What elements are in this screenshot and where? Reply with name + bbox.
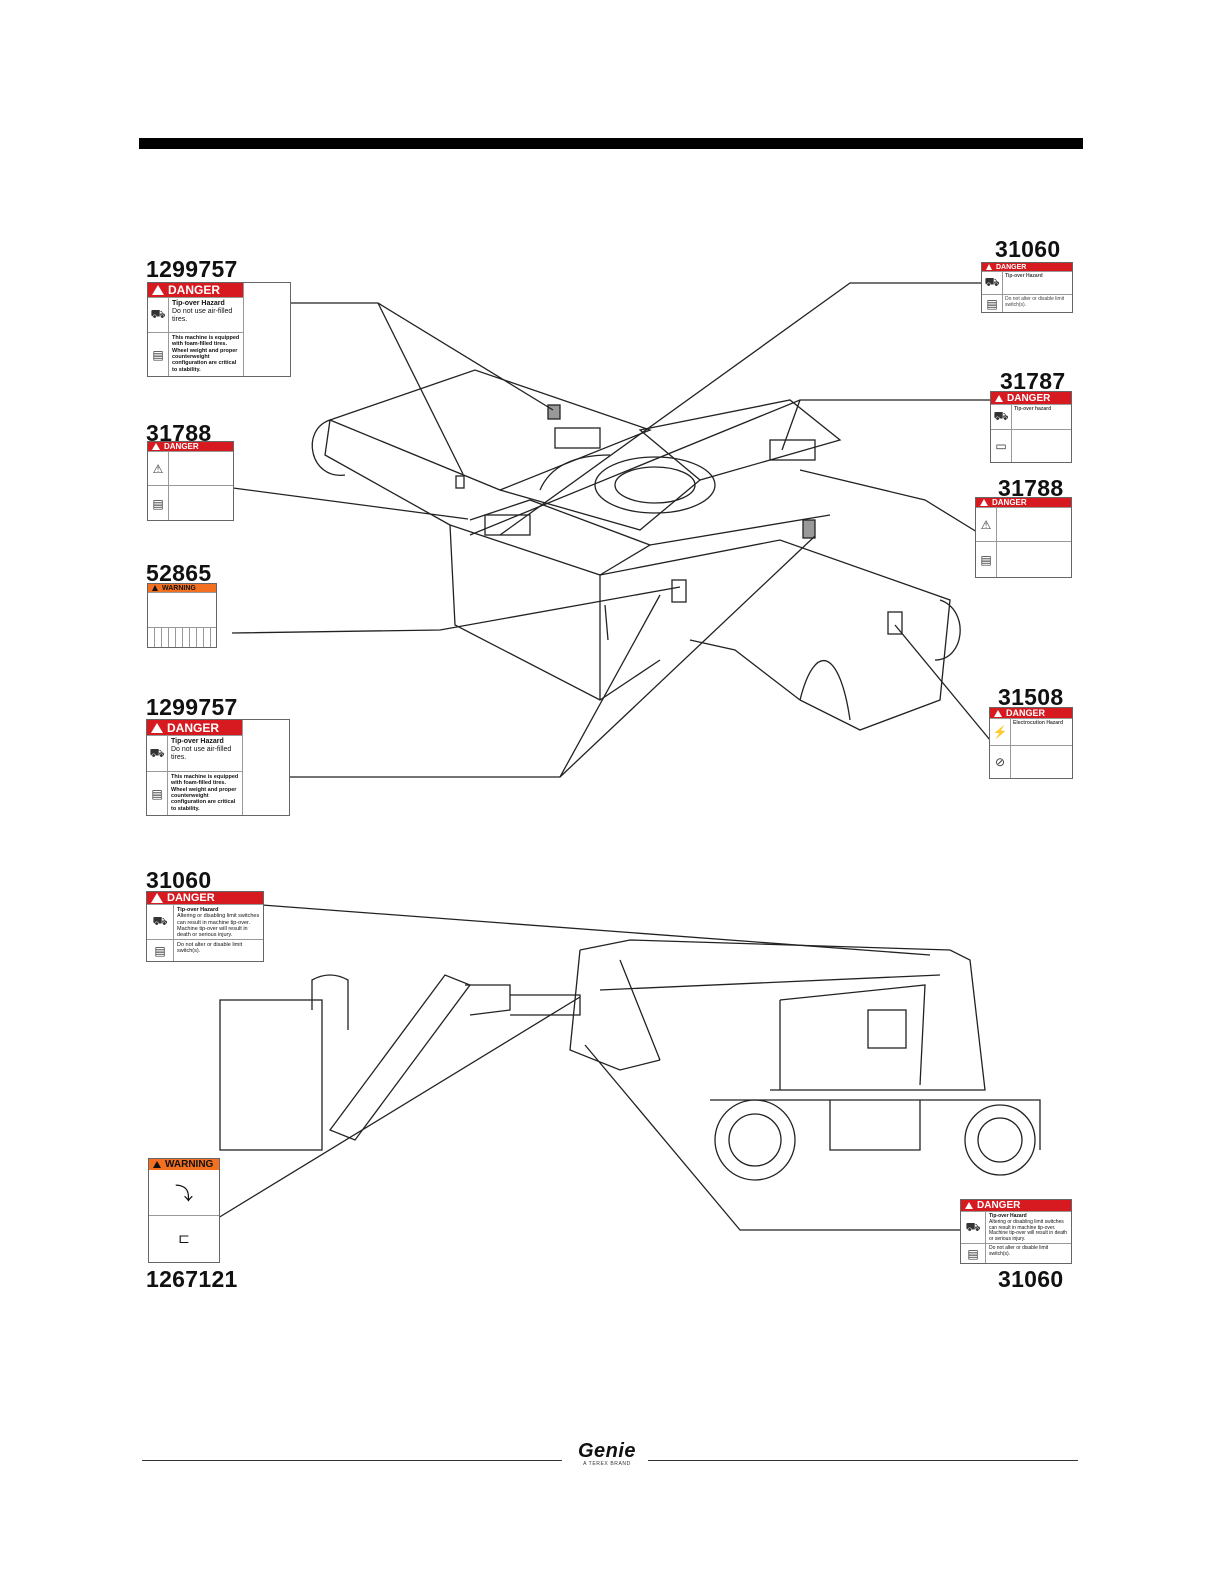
warning-triangle-icon	[994, 709, 1002, 717]
manual-book-icon: ▤	[976, 542, 997, 577]
header-rule	[139, 138, 1083, 149]
warning-triangle-icon	[152, 443, 160, 450]
decal-tire-spec	[243, 283, 290, 376]
danger-decal-31788-left: DANGER ⚠ ▤	[147, 441, 234, 521]
decal-body	[148, 592, 216, 627]
decal-table	[148, 627, 216, 647]
footer-rule-left	[142, 1460, 562, 1461]
tipover-icon: ⛟	[982, 272, 1003, 294]
warning-triangle-icon	[980, 499, 988, 506]
part-number-1299757-lower: 1299757	[146, 694, 238, 720]
genie-logo: Genie A TEREX BRAND	[570, 1441, 644, 1467]
tipover-icon: ⛟	[148, 298, 169, 332]
warning-triangle-icon	[153, 1161, 161, 1168]
warning-triangle-icon	[151, 722, 163, 733]
logo-wordmark: Genie	[577, 1440, 637, 1462]
tipover-icon: ⛟	[147, 736, 168, 771]
decal-tire-spec	[242, 720, 289, 815]
part-number-31788-right: 31788	[998, 475, 1064, 501]
warning-decal-52865: WARNING	[147, 583, 217, 648]
tipover-icon: ⛟	[961, 1212, 986, 1243]
crush-hazard-icon: ⚠	[148, 452, 169, 485]
logo-tagline: A TEREX BRAND	[583, 1461, 631, 1467]
manual-book-icon: ▤	[961, 1244, 986, 1263]
tipover-icon: ⛟	[991, 405, 1012, 429]
part-number-31060-top: 31060	[995, 236, 1061, 262]
battery-icon: ▭	[991, 430, 1012, 462]
part-number-1299757-top: 1299757	[146, 256, 238, 282]
manual-book-icon: ▤	[147, 772, 168, 815]
tipover-icon: ⛟	[147, 905, 174, 939]
part-number-31788-left: 31788	[146, 420, 212, 446]
part-number-52865: 52865	[146, 560, 212, 586]
platform-icon: ⊏	[178, 1230, 190, 1246]
part-number-31787: 31787	[1000, 368, 1066, 394]
manual-book-icon: ▤	[147, 940, 174, 961]
manual-book-icon: ▤	[148, 486, 169, 520]
warning-triangle-icon	[965, 1202, 973, 1209]
electrocution-icon: ⚡	[990, 719, 1011, 745]
danger-decal-31060-top: DANGER ⛟Tip-over Hazard ▤Do not alter or…	[981, 262, 1073, 313]
part-number-1267121: 1267121	[146, 1266, 238, 1292]
part-number-31060-bottom: 31060	[998, 1266, 1064, 1292]
danger-decal-31788-right: DANGER ⚠ ▤	[975, 497, 1072, 578]
footer-rule-right	[648, 1460, 1078, 1461]
crush-hazard-icon: ⚠	[976, 508, 997, 541]
warning-decal-1267121: WARNING ⤵ ⊏	[148, 1158, 220, 1263]
part-number-31060-side: 31060	[146, 867, 212, 893]
manual-book-icon: ▤	[982, 295, 1003, 312]
manual-book-icon: ▤	[148, 333, 169, 376]
warning-triangle-icon	[995, 394, 1003, 402]
danger-decal-31508: DANGER ⚡Electrocution Hazard ⊘	[989, 707, 1073, 779]
warning-triangle-icon	[986, 264, 992, 270]
prohibited-icon: ⊘	[990, 746, 1011, 778]
warning-triangle-icon	[152, 585, 158, 591]
warning-triangle-icon	[152, 285, 164, 295]
danger-decal-31787: DANGER ⛟Tip-over hazard ▭	[990, 391, 1072, 463]
danger-header: DANGER	[148, 283, 243, 297]
warning-triangle-icon	[151, 893, 163, 903]
part-number-31508: 31508	[998, 684, 1064, 710]
fall-hazard-icon: ⤵	[149, 1170, 219, 1216]
